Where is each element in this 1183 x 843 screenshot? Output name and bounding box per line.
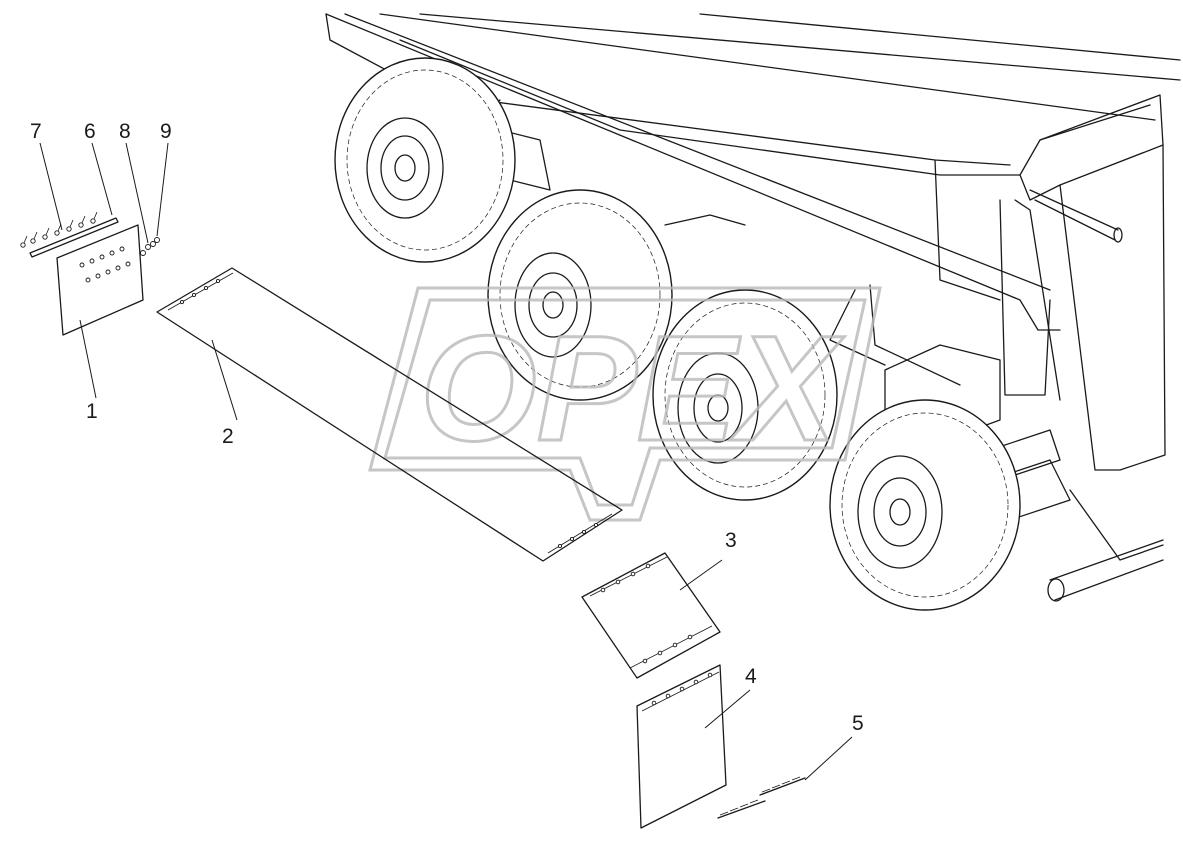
callout-6: 6 [84, 120, 96, 143]
part-6-strip [29, 217, 119, 258]
wheel-front-right [829, 399, 1021, 611]
callout-9: 9 [160, 120, 172, 143]
callout-3: 3 [725, 529, 737, 552]
callout-2: 2 [222, 425, 234, 448]
part-3-mudflap [581, 552, 721, 679]
trailer-body [325, 13, 1181, 602]
part-4-mudflap [636, 664, 727, 829]
part-8-washers [140, 244, 151, 256]
wheel-rear-left [334, 57, 516, 263]
callout-8: 8 [119, 120, 131, 143]
watermark-logo: OPEX [368, 286, 882, 522]
part-7-bolts [20, 211, 98, 248]
part-2-long-strip [156, 267, 623, 562]
callout-4: 4 [745, 665, 757, 688]
callout-1: 1 [86, 400, 98, 423]
leader-lines [39, 142, 853, 781]
part-1-mudflap [56, 224, 144, 336]
watermark-text: OPEX [420, 304, 845, 472]
callout-5: 5 [852, 712, 864, 735]
callout-labels: 1 2 3 4 5 6 7 8 9 [30, 120, 864, 735]
part-5-bolt-strips [717, 776, 806, 819]
wheel-rear-right [487, 189, 673, 401]
part-9-nuts [150, 237, 160, 247]
callout-7: 7 [30, 120, 42, 143]
